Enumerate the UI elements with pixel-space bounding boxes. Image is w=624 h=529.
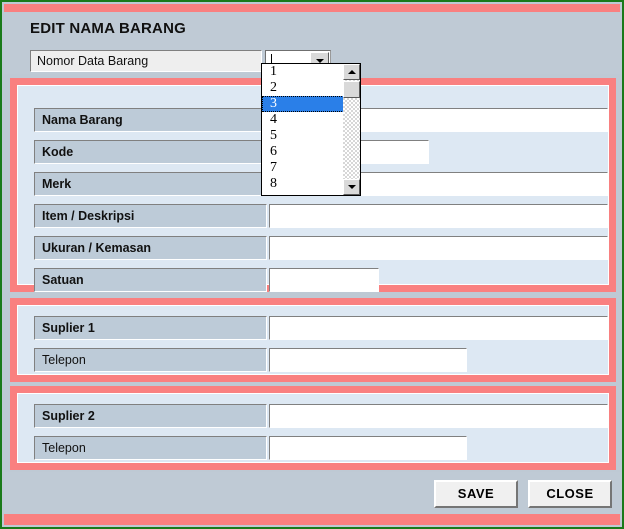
supplier-1-group: Suplier 1 Telepon [10, 298, 616, 382]
field-input[interactable] [269, 204, 608, 228]
field-input[interactable] [269, 404, 608, 428]
field-label: Kode [34, 140, 267, 164]
triangle-down-glyph [315, 59, 324, 63]
field-label: Suplier 2 [34, 404, 267, 428]
close-button[interactable]: CLOSE [528, 480, 612, 508]
field-label: Ukuran / Kemasan [34, 236, 267, 260]
field-input[interactable] [269, 236, 608, 260]
dropdown-option[interactable]: 8 [270, 176, 277, 191]
field-label: Satuan [34, 268, 267, 292]
triangle-up-glyph [347, 70, 356, 74]
scroll-down-button[interactable] [343, 179, 360, 195]
field-label: Telepon [34, 348, 267, 372]
supplier-2-panel: Suplier 2 Telepon [17, 393, 609, 463]
scrollbar-thumb[interactable] [343, 81, 360, 98]
dropdown-option[interactable]: 7 [270, 160, 277, 175]
dropdown-option[interactable]: 2 [270, 80, 277, 95]
bottom-accent-bar [4, 514, 620, 525]
dropdown-scrollbar[interactable] [343, 64, 360, 195]
field-input[interactable] [269, 316, 608, 340]
field-label: Merk [34, 172, 267, 196]
footer-panel: SAVE CLOSE [4, 472, 622, 516]
field-input[interactable] [269, 348, 467, 372]
nomor-data-barang-label: Nomor Data Barang [30, 50, 262, 72]
text-cursor [271, 54, 272, 68]
triangle-down-glyph [347, 185, 356, 189]
dropdown-option[interactable]: 1 [270, 64, 277, 79]
supplier-1-panel: Suplier 1 Telepon [17, 305, 609, 375]
field-input[interactable] [269, 436, 467, 460]
field-input[interactable] [269, 268, 379, 292]
dropdown-option[interactable]: 4 [270, 112, 277, 127]
field-label: Telepon [34, 436, 267, 460]
dropdown-option[interactable]: 5 [270, 128, 277, 143]
dropdown-option[interactable]: 3 [262, 96, 344, 112]
field-label: Item / Deskripsi [34, 204, 267, 228]
field-label: Nama Barang [34, 108, 267, 132]
scroll-up-button[interactable] [343, 64, 360, 80]
field-label: Suplier 1 [34, 316, 267, 340]
top-accent-bar [4, 4, 620, 12]
save-button[interactable]: SAVE [434, 480, 518, 508]
page-title: EDIT NAMA BARANG [30, 20, 186, 37]
scrollbar-track[interactable] [343, 80, 360, 179]
dropdown-option[interactable]: 6 [270, 144, 277, 159]
supplier-2-group: Suplier 2 Telepon [10, 386, 616, 470]
